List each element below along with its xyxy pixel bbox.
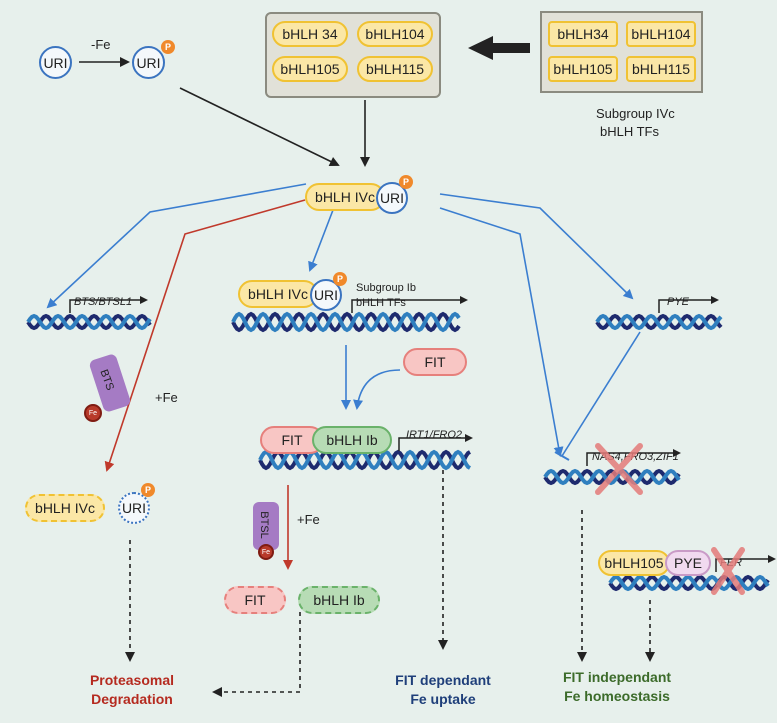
dna-pye — [595, 313, 723, 331]
subgroup-caption-line2: bHLH TFs — [600, 124, 659, 139]
gene-pye-label: PYE — [667, 296, 690, 308]
promoter-arrow-ib-head — [460, 296, 468, 304]
fit-free-protein: FIT — [403, 348, 467, 376]
uri-label: URI — [43, 54, 68, 71]
fit-dissociated: FIT — [224, 586, 286, 614]
promoter-arrow-fer — [715, 558, 768, 572]
promoter-bhlh-ivc: bHLH IVc — [238, 280, 318, 308]
gene-irt-label: IRT1/FRO2 — [406, 429, 463, 441]
promoter-arrow-nas — [586, 452, 673, 466]
promoter-arrow-pye — [658, 299, 711, 313]
complex-item-bhlh34: bHLH 34 — [272, 21, 348, 47]
subgroup-item-bhlh115: bHLH115 — [626, 56, 696, 82]
promoter-arrow-ib — [351, 299, 460, 313]
btsl-protein-icon — [253, 502, 279, 550]
subgroup-item-bhlh34: bHLH34 — [548, 21, 618, 47]
outcome-fit-independant-line2: Fe homeostasis — [564, 688, 670, 704]
degraded-uri-label: URI — [121, 500, 147, 516]
gene-bts-label: BTS/BTSL1 — [74, 296, 133, 308]
outcome-fit-independant-line1: FIT independant — [562, 669, 672, 685]
uri-phospho-label: URI — [136, 54, 161, 71]
dna-fer — [608, 574, 770, 592]
pye-protein: PYE — [665, 550, 711, 576]
subgroup-item-bhlh105: bHLH105 — [548, 56, 618, 82]
repression-x-icon — [595, 443, 643, 495]
promoter-arrow-bts-head — [140, 296, 148, 304]
bhlh105-protein: bHLH105 — [598, 550, 670, 576]
subgroup-item-bhlh104: bHLH104 — [626, 21, 696, 47]
bhlh-ib-dissociated: bHLH Ib — [298, 586, 380, 614]
fe-ion-label: Fe — [88, 409, 98, 417]
bhlh-ib-complex-protein: bHLH Ib — [312, 426, 392, 454]
repression-x-fer-icon — [711, 547, 745, 595]
subgroup-caption-line1: Subgroup IVc — [596, 106, 675, 121]
dna-bts — [26, 313, 152, 331]
promoter-target-line2: bHLH TFs — [356, 297, 406, 309]
promoter-phospho-badge: P — [333, 272, 347, 286]
uri-circle: URI — [39, 46, 72, 79]
fe-ion-icon: Fe — [84, 404, 102, 422]
promoter-target-line1: Subgroup Ib — [356, 282, 416, 294]
promoter-arrow-bts — [69, 299, 140, 313]
fe-ion-btsl-label: Fe — [261, 548, 271, 556]
center-bhlh-ivc: bHLH IVc — [305, 183, 385, 211]
outcome-proteasomal: Proteasomal Degradation — [62, 671, 202, 709]
outcome-fit-dependant: FIT dependant Fe uptake — [373, 671, 513, 709]
promoter-arrow-irt — [398, 437, 465, 451]
center-uri-label: URI — [379, 190, 405, 206]
promoter-arrow-pye-head — [711, 296, 719, 304]
outcome-proteasomal-line1: Proteasomal — [89, 672, 175, 688]
degraded-phospho-badge: P — [141, 483, 155, 497]
promoter-arrow-fer-head — [768, 555, 776, 563]
fe-ion-btsl-icon: Fe — [258, 544, 274, 560]
plus-fe-left: +Fe — [155, 390, 178, 405]
complex-item-bhlh105: bHLH105 — [272, 56, 348, 82]
dna-irt — [258, 449, 471, 471]
complex-item-bhlh115: bHLH115 — [357, 56, 433, 82]
dna-nas — [543, 468, 681, 486]
minus-fe-label: -Fe — [91, 37, 111, 52]
phospho-badge: P — [161, 40, 175, 54]
dna-ib-promoter — [231, 311, 461, 333]
degraded-bhlh-ivc: bHLH IVc — [25, 494, 105, 522]
outcome-fit-independant: FIT independant Fe homeostasis — [547, 668, 687, 706]
plus-fe-middle: +Fe — [297, 512, 320, 527]
outcome-proteasomal-line2: Degradation — [91, 691, 173, 707]
outcome-fit-dependant-line1: FIT dependant — [395, 672, 491, 688]
complex-item-bhlh104: bHLH104 — [357, 21, 433, 47]
promoter-uri-label: URI — [313, 287, 339, 303]
degraded-uri-circle: URI — [118, 492, 150, 524]
center-phospho-badge: P — [399, 175, 413, 189]
promoter-arrow-nas-head — [673, 449, 681, 457]
outcome-fit-dependant-line2: Fe uptake — [410, 691, 476, 707]
uri-phospho-circle: URI — [132, 46, 165, 79]
promoter-arrow-irt-head — [465, 434, 473, 442]
